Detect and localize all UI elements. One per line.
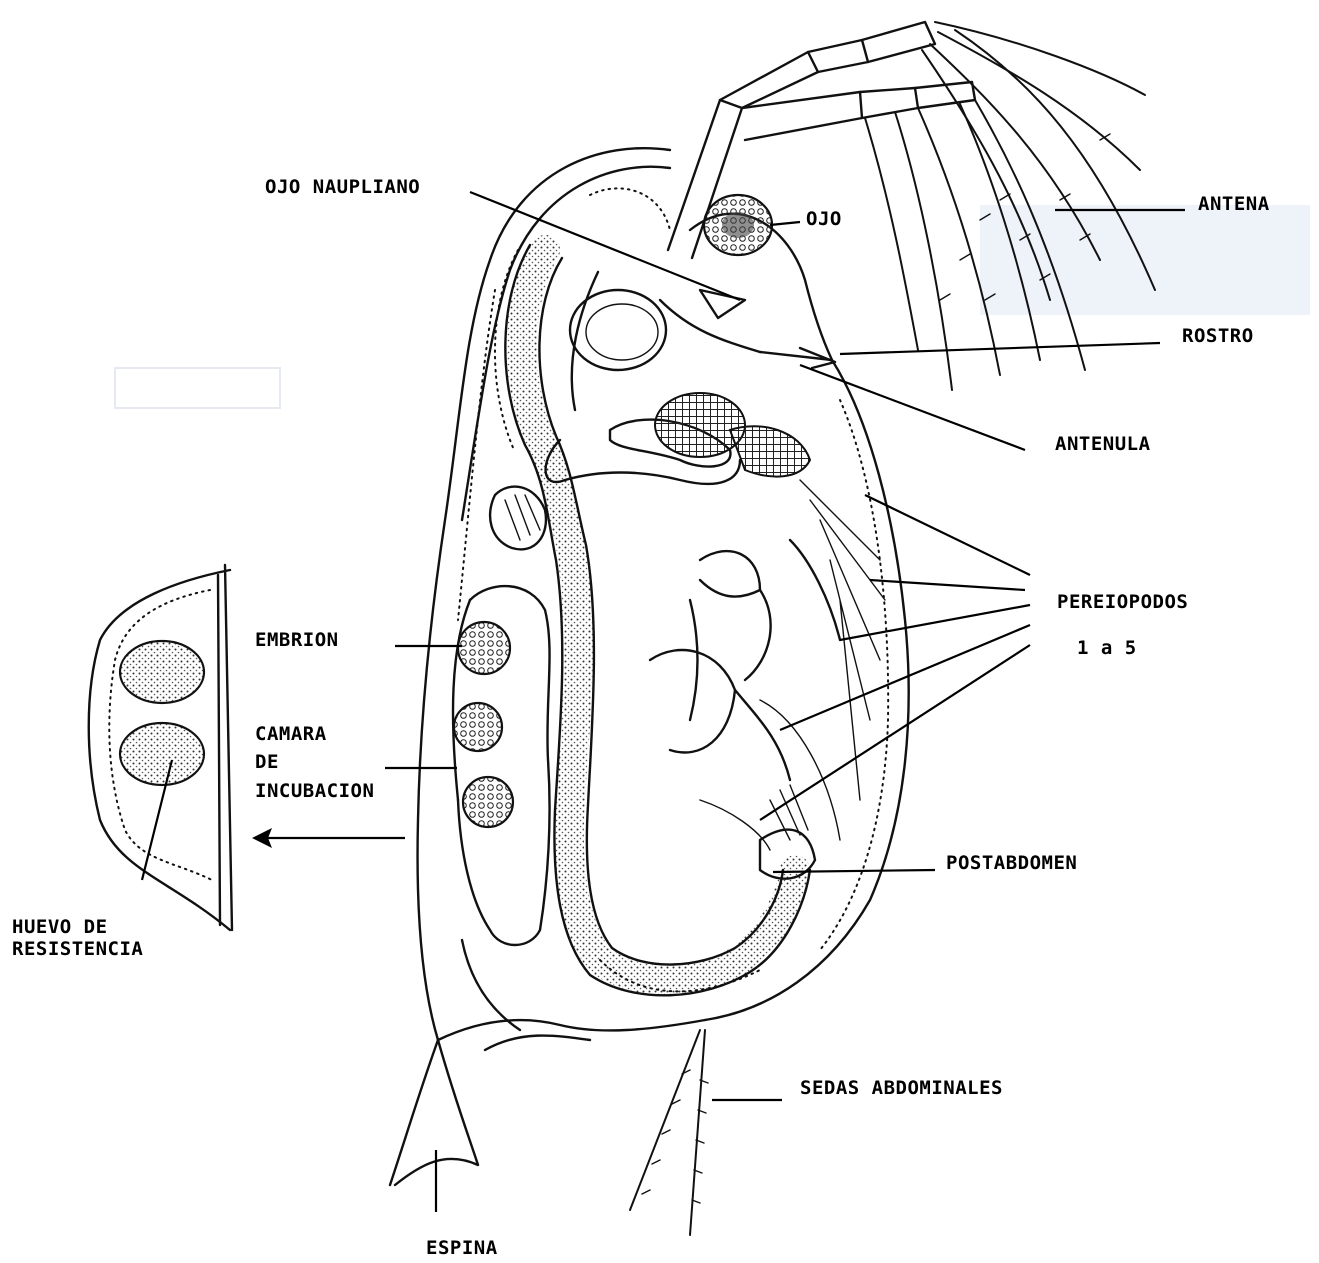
label-ojo: OJO xyxy=(806,208,842,230)
label-huevo-2: RESISTENCIA xyxy=(12,938,143,960)
background-wash xyxy=(980,205,1310,315)
label-antenula: ANTENULA xyxy=(1055,433,1151,455)
embryo xyxy=(454,703,502,751)
faint-box xyxy=(115,368,280,408)
label-huevo-1: HUEVO DE xyxy=(12,916,108,938)
label-pereiopodos: PEREIOPODOS xyxy=(1057,591,1188,613)
label-rostro: ROSTRO xyxy=(1182,325,1254,347)
label-pereiopodos-range: 1 a 5 xyxy=(1077,637,1137,659)
abdominal-setae xyxy=(630,1030,708,1235)
nauplius-eye xyxy=(700,290,745,318)
resting-egg-inset xyxy=(89,565,232,930)
heart xyxy=(490,487,546,550)
label-sedas-abdominales: SEDAS ABDOMINALES xyxy=(800,1077,1003,1099)
label-postabdomen: POSTABDOMEN xyxy=(946,852,1077,874)
embryo xyxy=(458,622,510,674)
label-camara-3: INCUBACION xyxy=(255,780,374,802)
label-ojo-naupliano: OJO NAUPLIANO xyxy=(265,176,420,198)
label-camara-1: CAMARA xyxy=(255,723,327,745)
label-espina: ESPINA xyxy=(426,1237,498,1259)
pereiopods xyxy=(650,480,885,879)
resting-egg xyxy=(120,723,204,785)
brood-chamber xyxy=(453,487,550,1030)
label-antena: ANTENA xyxy=(1198,193,1270,215)
resting-egg xyxy=(120,641,204,703)
embryo xyxy=(463,777,513,827)
label-camara-2: DE xyxy=(255,751,279,773)
label-embrion: EMBRION xyxy=(255,629,339,651)
